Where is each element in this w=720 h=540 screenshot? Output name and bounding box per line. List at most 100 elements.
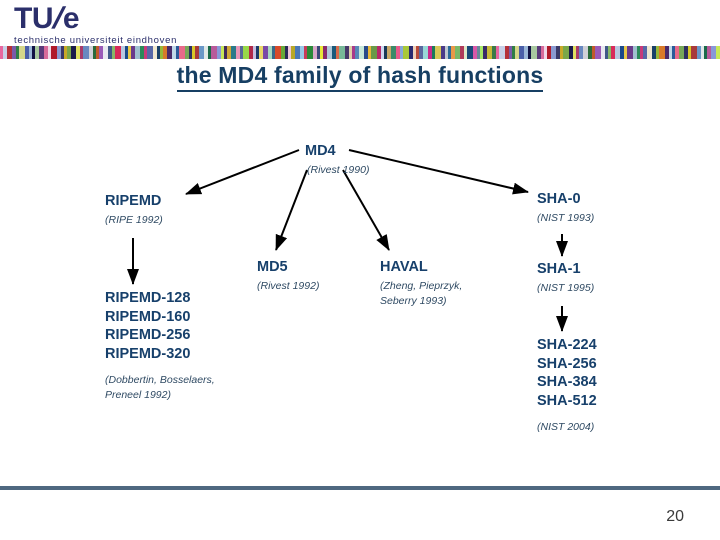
stripe-segment	[51, 46, 57, 59]
stripe-segment	[455, 46, 460, 59]
stripe-segment	[451, 46, 455, 59]
stripe-segment	[320, 46, 323, 59]
stripe-segment	[595, 46, 601, 59]
node-haval-citation-line1: (Zheng, Pieprzyk,	[380, 280, 463, 292]
edge-md4-sha0	[348, 149, 529, 195]
stripe-segment	[524, 46, 528, 59]
stripe-segment	[83, 46, 89, 59]
stripe-segment	[211, 46, 217, 59]
stripe-segment	[93, 46, 96, 59]
stripe-segment	[665, 46, 669, 59]
stripe-segment	[272, 46, 275, 59]
node-sha0: SHA-0 (NIST 1993)	[537, 190, 594, 225]
stripe-segment	[573, 46, 576, 59]
edge-md4-md5	[275, 169, 308, 251]
stripe-segment	[537, 46, 541, 59]
node-sha2-variants-citation: (NIST 2004)	[537, 421, 595, 433]
stripe-segment	[377, 46, 381, 59]
node-haval-citation-line2: Seberry 1993)	[380, 295, 447, 307]
node-md5-citation: (Rivest 1992)	[257, 280, 320, 292]
tue-tagline: technische universiteit eindhoven	[14, 35, 178, 46]
stripe-segment	[423, 46, 428, 59]
node-ripemd-128: RIPEMD-128	[105, 290, 191, 306]
stripe-segment	[253, 46, 256, 59]
stripe-segment	[29, 46, 32, 59]
stripe-segment	[179, 46, 185, 59]
stripe-segment	[711, 46, 716, 59]
stripe-segment	[64, 46, 67, 59]
node-sha-224: SHA-224	[537, 337, 597, 353]
node-ripemd-citation: (RIPE 1992)	[105, 214, 163, 226]
stripe-segment	[7, 46, 12, 59]
stripe-segment	[697, 46, 701, 59]
stripe-segment	[199, 46, 204, 59]
stripe-segment	[359, 46, 364, 59]
stripe-segment	[208, 46, 211, 59]
stripe-segment	[327, 46, 332, 59]
stripe-segment	[256, 46, 259, 59]
stripe-segment	[371, 46, 377, 59]
stripe-segment	[659, 46, 665, 59]
stripe-segment	[115, 46, 121, 59]
stripe-segment	[160, 46, 163, 59]
stripe-segment	[163, 46, 167, 59]
stripe-segment	[643, 46, 647, 59]
node-ripemd-variants: RIPEMD-128 RIPEMD-160 RIPEMD-256 RIPEMD-…	[105, 289, 215, 402]
stripe-segment	[460, 46, 464, 59]
stripe-segment	[349, 46, 352, 59]
stripe-segment	[44, 46, 48, 59]
stripe-segment	[300, 46, 304, 59]
stripe-segment	[473, 46, 477, 59]
stripe-segment	[263, 46, 268, 59]
stripe-segment	[679, 46, 684, 59]
stripe-segment	[624, 46, 627, 59]
stripe-segment	[57, 46, 61, 59]
page-title-text: the MD4 family of hash functions	[176, 62, 544, 92]
stripe-segment	[368, 46, 371, 59]
node-haval-title: HAVAL	[380, 259, 428, 275]
stripe-segment	[496, 46, 499, 59]
stripe-segment	[640, 46, 643, 59]
stripe-segment	[108, 46, 112, 59]
stripe-segment	[519, 46, 524, 59]
stripe-segment	[135, 46, 140, 59]
stripe-segment	[403, 46, 409, 59]
stripe-segment	[445, 46, 448, 59]
stripe-segment	[332, 46, 336, 59]
node-md4: MD4 (Rivest 1990)	[305, 142, 369, 177]
stripe-segment	[419, 46, 423, 59]
stripe-segment	[131, 46, 135, 59]
stripe-segment	[551, 46, 556, 59]
stripe-segment	[217, 46, 221, 59]
stripe-segment	[605, 46, 608, 59]
node-ripemd-title: RIPEMD	[105, 193, 162, 209]
stripe-segment	[576, 46, 579, 59]
stripe-segment	[588, 46, 592, 59]
stripe-segment	[601, 46, 605, 59]
stripe-segment	[236, 46, 240, 59]
stripe-segment	[547, 46, 551, 59]
stripe-segment	[428, 46, 432, 59]
stripe-segment	[189, 46, 192, 59]
stripe-segment	[307, 46, 313, 59]
stripe-segment	[391, 46, 396, 59]
node-ripemd-160: RIPEMD-160	[105, 308, 191, 325]
stripe-segment	[684, 46, 688, 59]
stripe-segment	[441, 46, 445, 59]
stripe-segment	[620, 46, 624, 59]
node-md4-citation: (Rivest 1990)	[307, 164, 370, 176]
stripe-segment	[71, 46, 76, 59]
stripe-segment	[627, 46, 633, 59]
node-sha0-citation: (NIST 1993)	[537, 212, 595, 224]
stripe-segment	[435, 46, 441, 59]
stripe-segment	[492, 46, 496, 59]
stripe-segment	[528, 46, 531, 59]
stripe-segment	[192, 46, 195, 59]
page-number: 20	[666, 508, 684, 525]
stripe-segment	[231, 46, 236, 59]
stripe-segment	[396, 46, 400, 59]
stripe-segment	[345, 46, 349, 59]
stripe-segment	[32, 46, 35, 59]
stripe-segment	[80, 46, 83, 59]
